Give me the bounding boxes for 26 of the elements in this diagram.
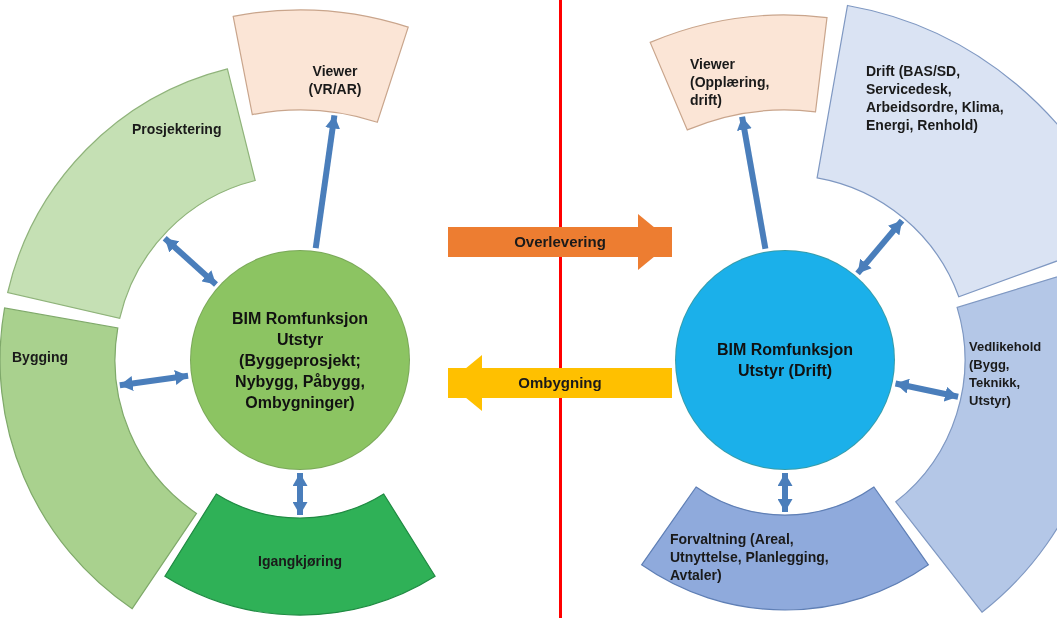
segment-label: Viewer (VR/AR)	[307, 62, 363, 98]
block-arrow	[448, 214, 672, 270]
connector-arrow	[894, 378, 959, 402]
segment-label: Vedlikehold (Bygg, Teknikk, Utstyr)	[969, 338, 1043, 410]
segment-label: Bygging	[12, 348, 69, 366]
segment-label: Igangkjøring	[257, 552, 343, 570]
ring-segment	[0, 307, 197, 609]
connector-arrow	[737, 116, 769, 250]
segment-label: Prosjektering	[132, 120, 223, 138]
connector-arrow	[312, 114, 340, 249]
connector-arrow	[777, 473, 793, 512]
connector-arrow	[162, 235, 218, 287]
connector-arrow	[292, 473, 308, 515]
block-arrow	[448, 355, 672, 411]
connector-arrow	[119, 370, 189, 391]
segment-label: Viewer (Opplæring, drift)	[690, 55, 771, 109]
segment-label: Forvaltning (Areal, Utnyttelse, Planlegging, Avtaler)	[670, 530, 830, 584]
ring-segment	[641, 486, 929, 610]
ring-segment	[164, 493, 436, 615]
connector-arrow	[855, 218, 905, 276]
ring-segment	[650, 15, 828, 130]
circle-label: BIM Romfunksjon Utstyr (Drift)	[716, 340, 854, 381]
circle-label: BIM Romfunksjon Utstyr (Byggeprosjekt; Nybygg, Påbygg, Ombygninger)	[231, 308, 369, 413]
ring-segment	[233, 10, 409, 123]
segment-label: Drift (BAS/SD, Servicedesk, Arbeidsordre, Klima, Energi, Renhold)	[866, 62, 1005, 134]
ring-segment	[817, 5, 1057, 297]
